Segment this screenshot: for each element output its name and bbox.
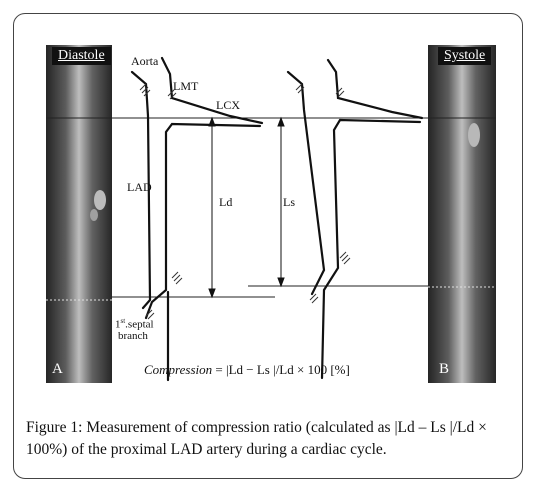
caption-text: Measurement of compression ratio (calcul… — [26, 419, 487, 458]
septal-branch-label-line1: 1st.septal — [115, 317, 154, 331]
ld-arrow-top — [208, 116, 216, 127]
diastole-ct-image — [46, 45, 112, 383]
systole-hatches — [295, 83, 351, 304]
lmt-label: LMT — [173, 79, 199, 93]
diastole-label: Diastole — [52, 47, 111, 65]
formula-lhs: Compression — [144, 362, 213, 377]
diastole-vessel-schematic — [130, 56, 264, 382]
caption-label: Figure 1: — [26, 419, 83, 436]
systole-ct-image — [428, 45, 496, 383]
ls-arrow-top — [277, 116, 285, 127]
systole-vessel-schematic — [286, 58, 424, 380]
aorta-label: Aorta — [131, 54, 159, 68]
figure-caption: Figure 1: Measurement of compression rat… — [26, 417, 514, 461]
ld-arrow-bottom — [208, 288, 216, 299]
ls-label: Ls — [283, 195, 295, 209]
panel-letter-a: A — [52, 361, 63, 377]
systole-label: Systole — [438, 47, 492, 65]
measurement-arrows — [208, 116, 285, 299]
lcx-label: LCX — [216, 98, 240, 112]
lad-label: LAD — [127, 180, 152, 194]
ls-arrow-bottom — [277, 277, 285, 288]
ld-label: Ld — [219, 195, 233, 209]
formula-rhs: = |Ld − Ls |/Ld × 100 [%] — [212, 362, 350, 377]
compression-formula: Compression = |Ld − Ls |/Ld × 100 [%] — [144, 362, 350, 378]
septal-branch-label-line2: branch — [118, 330, 148, 342]
diastole-hatches — [139, 83, 183, 320]
panel-letter-b: B — [439, 361, 450, 377]
